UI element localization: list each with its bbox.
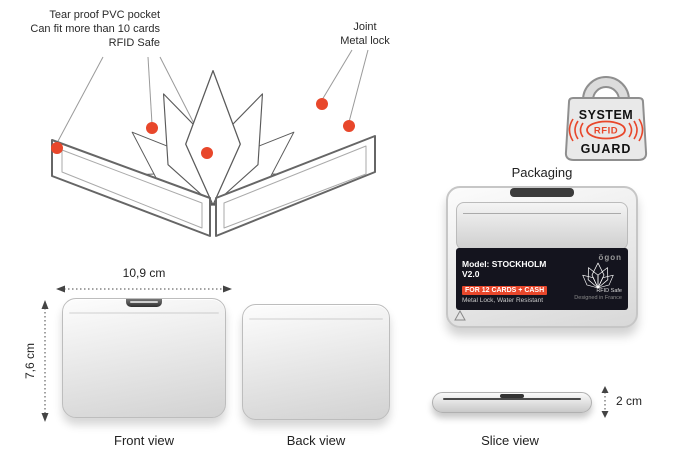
back-view-wallet: [242, 304, 390, 420]
rfid-wave-icons: [568, 118, 644, 142]
rfid-wave-icon: [579, 122, 584, 138]
packaging-wallet-groove: [463, 213, 621, 214]
left-shell-inner: [61, 149, 203, 229]
rfid-wave-icon: [568, 118, 574, 142]
card-shape: [185, 69, 241, 206]
callout-dot-joint: [316, 98, 328, 110]
thickness-dimension-arrow: [601, 386, 609, 418]
rfid-wave-icon: [628, 122, 633, 138]
slice-seam: [443, 398, 581, 400]
pocket-annotation-line3: RFID Safe: [108, 37, 160, 49]
packaging-designed: Designed in France: [574, 295, 622, 301]
joint-annotation-line2: Metal lock: [340, 35, 390, 47]
height-dimension-arrow: [41, 300, 49, 422]
callout-dot-cards: [146, 122, 158, 134]
rfid-wave-icon: [638, 118, 644, 142]
slice-clasp: [500, 394, 524, 398]
badge-system-text: SYSTEM: [579, 108, 633, 122]
front-clasp: [126, 299, 162, 307]
packaging-banner: FOR 12 CARDS + CASH: [462, 286, 548, 295]
width-dimension-label: 10,9 cm: [122, 266, 166, 280]
pocket-annotation: Tear proof PVC pocket Can fit more than …: [20, 8, 160, 50]
card-fan-icon: [582, 262, 614, 289]
slice-view-wallet: [432, 392, 592, 413]
packaging-rfid-safe: RFID Safe: [596, 288, 622, 294]
callout-dots: [51, 98, 355, 159]
brand-logo: ögon: [598, 253, 622, 262]
thickness-dimension-label: 2 cm: [616, 394, 643, 408]
left-shell: [51, 139, 211, 237]
width-dimension-arrow: [56, 285, 232, 293]
callout-dot-rfid: [201, 147, 213, 159]
pocket-annotation-line1: Tear proof PVC pocket: [49, 9, 160, 21]
callout-line: [56, 56, 104, 144]
padlock-body: [564, 97, 648, 161]
pocket-annotation-line2: Can fit more than 10 cards: [30, 23, 160, 35]
packaging-wallet-preview: [456, 202, 628, 250]
front-view-wallet: [62, 298, 226, 418]
packaging-label-text: Model: STOCKHOLM V2.0 FOR 12 CARDS + CAS…: [462, 253, 564, 305]
front-groove: [69, 312, 219, 314]
packaging-handle: [510, 188, 574, 197]
rfid-wave-icon: [633, 120, 638, 140]
shell-inner-lines: [61, 145, 367, 229]
packaging-features: Metal Lock, Water Resistant: [462, 297, 544, 304]
callout-line: [147, 56, 153, 125]
back-groove: [249, 318, 383, 320]
packaging-model: Model: STOCKHOLM V2.0: [462, 259, 547, 279]
packaging-title: Packaging: [511, 165, 573, 180]
packaging-label-right: ögon RFID Safe Designed in France: [564, 253, 622, 305]
rfid-guard-badge: SYSTEM RFID GUARD: [564, 76, 648, 161]
rfid-wave-icon: [574, 120, 579, 140]
packaging-label: Model: STOCKHOLM V2.0 FOR 12 CARDS + CAS…: [456, 248, 628, 310]
badge-rfid-text: RFID: [594, 126, 618, 137]
badge-guard-text: GUARD: [581, 142, 632, 156]
recycle-triangle-icon: [454, 309, 466, 321]
callout-dot-lock: [343, 120, 355, 132]
callout-dot-pvc: [51, 142, 63, 154]
right-shell-inner: [223, 145, 367, 229]
wallet-shells: [51, 135, 376, 237]
back-view-caption: Back view: [286, 433, 346, 448]
joint-annotation: Joint Metal lock: [330, 20, 400, 48]
packaging-box: Model: STOCKHOLM V2.0 FOR 12 CARDS + CAS…: [446, 186, 638, 328]
front-view-caption: Front view: [114, 433, 174, 448]
height-dimension-label: 7,6 cm: [23, 343, 37, 380]
slice-view-caption: Slice view: [481, 433, 539, 448]
joint-annotation-line1: Joint: [353, 21, 377, 33]
open-wallet-diagram: [51, 49, 376, 237]
right-shell: [215, 135, 376, 237]
callout-line: [321, 49, 353, 101]
padlock-shackle: [584, 78, 628, 101]
front-clasp-highlight: [130, 301, 158, 303]
callout-line: [348, 49, 369, 123]
rfid-oval: [586, 120, 626, 140]
